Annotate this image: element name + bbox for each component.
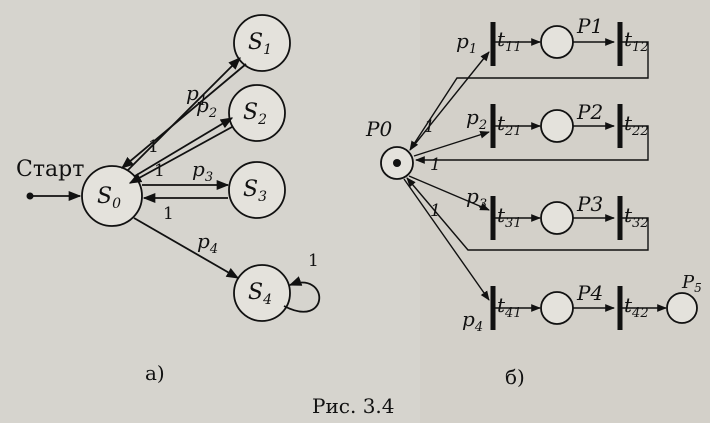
start-dot — [26, 192, 34, 200]
trans-t31: t31 — [497, 203, 522, 231]
state-s0-label: S0 — [97, 184, 121, 212]
edge-back-s3: 1 — [163, 204, 174, 224]
figure-caption: Рис. 3.4 — [312, 394, 395, 418]
token-p0 — [393, 159, 401, 167]
place-p2 — [540, 109, 574, 143]
state-s1-label: S1 — [248, 30, 272, 58]
edge-p1: p1 — [186, 81, 207, 109]
edge-p2: p2 — [196, 93, 217, 121]
arc-p1: p1 — [456, 29, 477, 57]
edge-back-top: 1 — [148, 137, 159, 157]
trans-t22: t22 — [624, 111, 649, 139]
trans-t11: t11 — [497, 27, 522, 55]
arc-p4: p4 — [462, 307, 483, 335]
state-s4-label: S4 — [248, 280, 272, 308]
state-s3-label: S3 — [243, 177, 267, 205]
state-s0 — [81, 165, 143, 227]
arc-p2: p2 — [466, 105, 487, 133]
state-s4 — [233, 264, 291, 322]
ret-3: 1 — [430, 201, 441, 221]
place-p1-label: P1 — [576, 14, 603, 38]
trans-t32: t32 — [624, 203, 649, 231]
trans-t41: t41 — [497, 293, 522, 321]
label-a: а) — [145, 361, 165, 385]
edge-p3: p3 — [192, 157, 213, 185]
state-s1 — [233, 14, 291, 72]
start-label: Старт — [16, 157, 84, 182]
label-b: б) — [505, 365, 525, 389]
place-p0-label: P0 — [365, 117, 392, 141]
trans-t42: t42 — [624, 293, 649, 321]
arc-p3: p3 — [466, 184, 487, 212]
edge-loop: 1 — [308, 251, 319, 271]
state-diagram: Старт S0 S1 S2 S3 S4 p1 p2 p3 p4 1 1 1 1 — [16, 14, 321, 385]
place-p4 — [540, 291, 574, 325]
place-p5-label: P5 — [681, 272, 702, 295]
trans-t12: t12 — [624, 27, 649, 55]
ret-1: 1 — [424, 117, 435, 137]
state-s2 — [228, 84, 286, 142]
trans-t21: t21 — [497, 111, 522, 139]
edge-p4: p4 — [197, 229, 218, 257]
place-p4-label: P4 — [576, 281, 603, 305]
ret-2: 1 — [430, 155, 441, 175]
edge-back-s2: 1 — [154, 161, 165, 181]
place-p3 — [540, 201, 574, 235]
place-p2-label: P2 — [576, 100, 603, 124]
place-p5 — [666, 292, 698, 324]
state-s2-label: S2 — [243, 100, 267, 128]
petri-net: P0 P5 — [365, 14, 702, 389]
place-p3-label: P3 — [576, 192, 603, 216]
place-p1 — [540, 25, 574, 59]
